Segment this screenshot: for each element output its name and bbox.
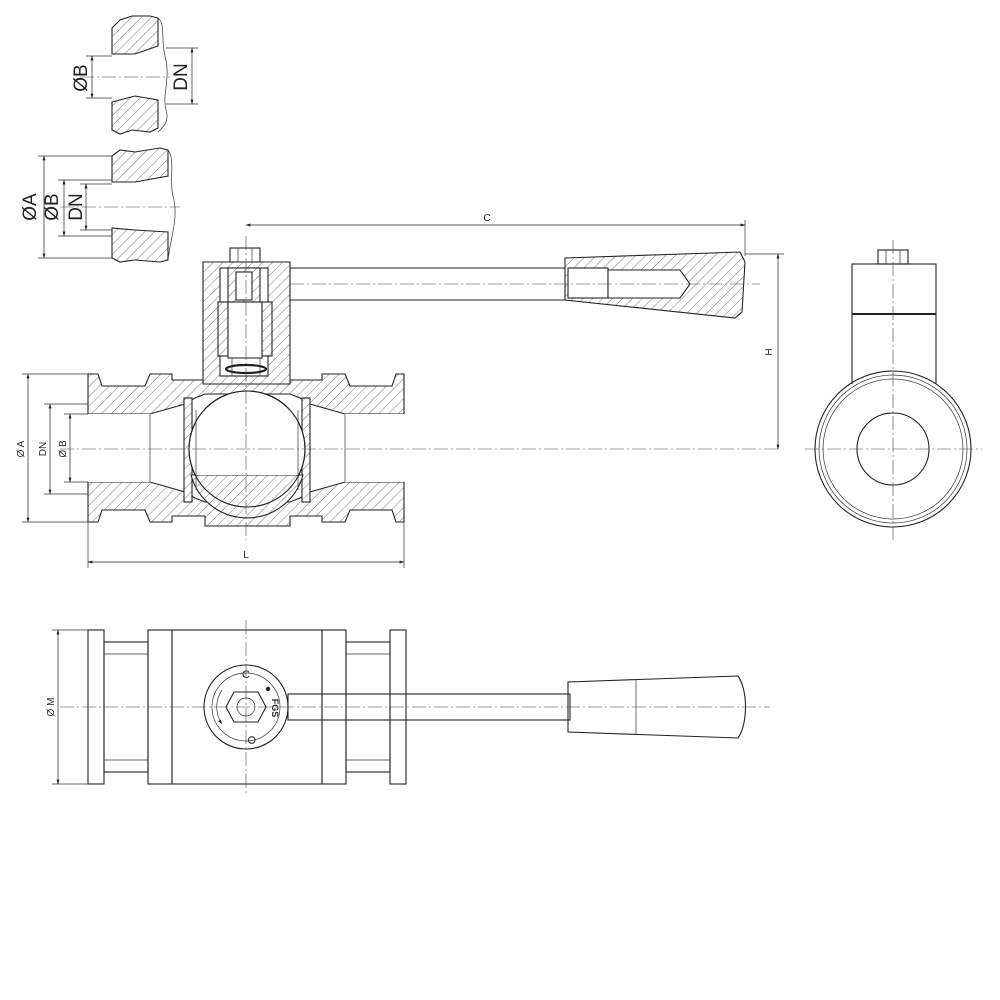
dim-c-label: C [483, 213, 490, 224]
section-view: C H L Ø A DN Ø B [16, 213, 784, 568]
detail-top-dn-label: DN [171, 63, 192, 90]
detail-bottom-dia-a-label: ØA [20, 193, 41, 221]
plan-brand-mark: FGS [270, 699, 280, 718]
dim-l-label: L [243, 550, 249, 561]
detail-clamp-end-top: ØB DN [71, 15, 198, 135]
detail-top-dia-b-label: ØB [71, 64, 92, 91]
dim-h-label: H [764, 348, 775, 355]
detail-clamp-end-bottom: ØA ØB DN [20, 147, 180, 263]
side-view [805, 240, 982, 540]
detail-bottom-dn-label: DN [66, 193, 87, 220]
plan-view: C O FGS Ø M [46, 620, 770, 794]
dim-dia-b-label: Ø B [58, 440, 69, 458]
plan-mark-open: O [245, 736, 257, 745]
dim-dn-label: DN [38, 442, 49, 456]
dim-dia-a-label: Ø A [16, 440, 27, 457]
detail-bottom-dia-b-label: ØB [42, 193, 63, 220]
dim-dia-m-label: Ø M [46, 698, 57, 717]
